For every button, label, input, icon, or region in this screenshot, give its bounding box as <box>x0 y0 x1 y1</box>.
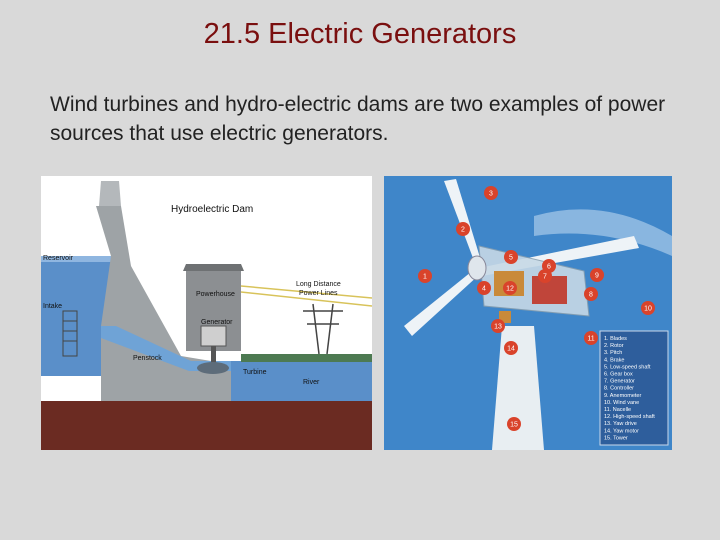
legend-item: 4. Brake <box>604 357 624 363</box>
callout-9: 9 <box>590 268 604 282</box>
reservoir-surface <box>41 256 111 262</box>
dam-diagram: Hydroelectric Dam Reservoir Intake Power… <box>41 176 373 450</box>
label-turbine: Turbine <box>243 369 267 376</box>
callout-number: 9 <box>595 273 599 280</box>
label-power-lines-1: Long Distance <box>296 281 341 288</box>
callout-number: 15 <box>510 422 518 429</box>
callout-marker <box>456 222 470 236</box>
legend-box <box>599 330 669 446</box>
dam-heading: Hydroelectric Dam <box>171 204 253 215</box>
callout-number: 2 <box>461 227 465 234</box>
callout-7: 7 <box>538 269 552 283</box>
callout-number: 12 <box>506 286 514 293</box>
legend-item: 6. Gear box <box>604 372 633 378</box>
callout-10: 10 <box>641 301 655 315</box>
callout-11: 11 <box>584 331 598 345</box>
callout-8: 8 <box>584 287 598 301</box>
powerhouse-roof <box>183 264 244 271</box>
legend-item: 3. Pitch <box>604 350 622 356</box>
legend-item: 5. Low-speed shaft <box>604 364 651 370</box>
label-generator: Generator <box>201 319 233 326</box>
tower <box>492 326 544 450</box>
callout-number: 4 <box>482 286 486 293</box>
legend-item: 10. Wind vane <box>604 400 639 406</box>
dam-crest <box>99 181 121 206</box>
callout-number: 5 <box>509 255 513 262</box>
legend-item: 13. Yaw drive <box>604 421 637 427</box>
slide-body-text: Wind turbines and hydro-electric dams ar… <box>50 93 666 145</box>
label-power-lines-2: Power Lines <box>299 290 338 297</box>
penstock-pipe <box>101 326 231 371</box>
blade-left <box>404 268 480 336</box>
callout-14: 14 <box>504 341 518 355</box>
power-lines <box>240 285 373 307</box>
callout-3: 3 <box>484 186 498 200</box>
generator-shaft <box>211 346 216 364</box>
callout-13: 13 <box>491 319 505 333</box>
label-river: River <box>303 379 320 386</box>
callout-marker <box>507 417 521 431</box>
callout-marker <box>538 269 552 283</box>
legend-item: 15. Tower <box>604 435 628 441</box>
river-water <box>231 361 372 411</box>
callout-1: 1 <box>418 269 432 283</box>
callout-marker <box>584 287 598 301</box>
rotor-hub <box>467 255 487 281</box>
callout-15: 15 <box>507 417 521 431</box>
legend-item: 14. Yaw motor <box>604 428 639 434</box>
slide-title: 21.5 Electric Generators <box>203 18 517 50</box>
callout-marker <box>504 250 518 264</box>
callout-number: 8 <box>589 292 593 299</box>
legend-item: 7. Generator <box>604 379 635 385</box>
callout-number: 10 <box>644 306 652 313</box>
legend-item: 9. Anemometer <box>604 393 641 399</box>
callout-marker <box>504 341 518 355</box>
yaw-drive <box>499 311 511 323</box>
label-penstock: Penstock <box>133 355 162 362</box>
callout-number: 3 <box>489 191 493 198</box>
hydroelectric-dam-figure: Hydroelectric Dam Reservoir Intake Power… <box>41 176 373 450</box>
turbine-unit <box>197 362 229 374</box>
callout-marker <box>584 331 598 345</box>
callout-number: 11 <box>587 336 594 343</box>
callout-4: 4 <box>477 281 491 295</box>
callout-2: 2 <box>456 222 470 236</box>
dam-wall <box>96 206 241 406</box>
callout-number: 14 <box>507 346 515 353</box>
callout-number: 6 <box>547 264 551 271</box>
generator-unit <box>200 325 227 347</box>
callout-number: 1 <box>423 274 427 281</box>
label-intake: Intake <box>43 303 62 310</box>
power-pylon <box>303 303 343 355</box>
legend-item: 12. High-speed shaft <box>604 414 655 420</box>
river-bank <box>241 354 372 362</box>
legend-item: 11. Nacelle <box>604 407 631 413</box>
intake-grate <box>62 310 78 357</box>
callout-5: 5 <box>504 250 518 264</box>
callout-marker <box>418 269 432 283</box>
label-reservoir: Reservoir <box>43 255 74 262</box>
legend-item: 8. Controller <box>604 386 634 392</box>
callout-marker <box>477 281 491 295</box>
legend-item: 2. Rotor <box>604 343 624 349</box>
label-powerhouse: Powerhouse <box>196 291 235 298</box>
callout-12: 12 <box>503 281 517 295</box>
legend-item: 1. Blades <box>604 336 627 342</box>
callout-marker <box>641 301 655 315</box>
callout-marker <box>484 186 498 200</box>
callout-number: 13 <box>494 324 502 331</box>
callout-marker <box>503 281 517 295</box>
callout-number: 7 <box>543 274 547 281</box>
cloud-streak <box>534 209 672 256</box>
callout-marker <box>590 268 604 282</box>
callout-marker <box>491 319 505 333</box>
ground <box>41 401 372 450</box>
